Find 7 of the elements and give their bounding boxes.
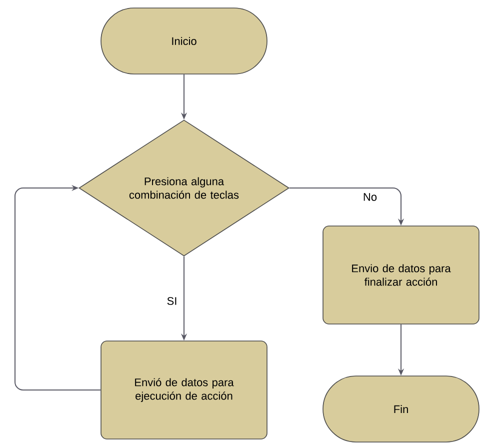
process-box: Envió de datos para ejecución de acción <box>100 340 268 440</box>
edge-label: No <box>360 191 380 203</box>
edge-label: SI <box>164 295 180 307</box>
process-box: Envio de datos para finalizar acción <box>322 226 480 324</box>
end-terminal: Fin <box>322 376 480 442</box>
start-terminal: Inicio <box>100 8 268 74</box>
arrow <box>14 184 102 390</box>
